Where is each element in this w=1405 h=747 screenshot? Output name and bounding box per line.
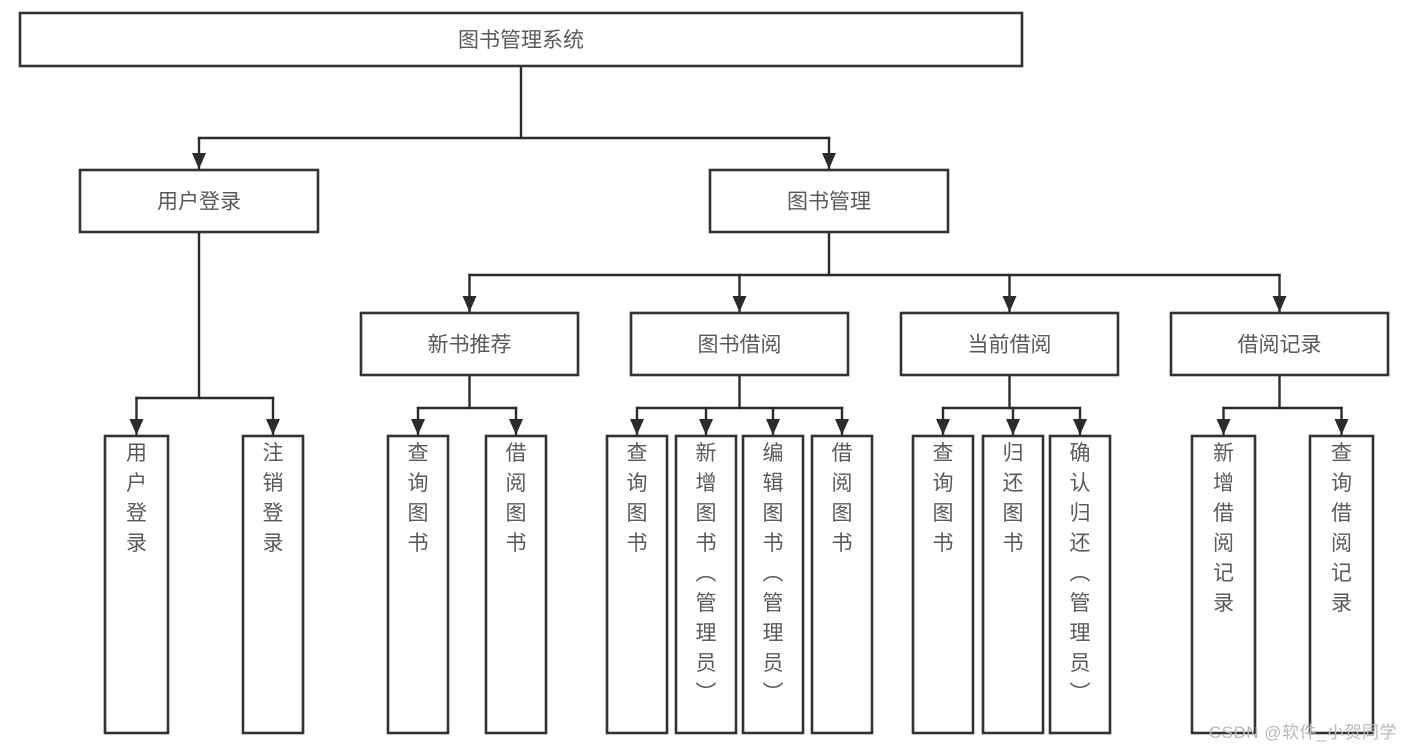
arrow-head <box>1272 296 1287 312</box>
leaf-归还图书[interactable]: 归还图书 <box>981 434 1045 735</box>
box-outline <box>18 11 1024 68</box>
arrow-head <box>835 419 849 435</box>
arrow-head <box>1073 419 1087 435</box>
arrow-head <box>1002 296 1017 312</box>
connector-group <box>936 373 1087 437</box>
node-label: 查询图书 <box>408 442 429 555</box>
node-label: 图书管理 <box>787 191 871 214</box>
leaf-借阅图书[interactable]: 借阅图书 <box>810 434 874 735</box>
leaf-确认归还管理员[interactable]: 确认归还︵管理员︶ <box>1048 434 1112 735</box>
node-label: 新增图书︵管理员︶ <box>696 442 717 705</box>
connector-group <box>1216 373 1349 437</box>
box-outline <box>103 434 170 735</box>
connector-group <box>462 230 1287 314</box>
node-label: 用户登录 <box>157 191 241 214</box>
watermark-label: CSDN @软件_小贺同学 <box>1208 723 1397 742</box>
box-outline <box>981 434 1045 735</box>
box-outline <box>78 168 320 234</box>
box-outline <box>810 434 874 735</box>
arrow-head <box>462 296 477 312</box>
branch-借阅记录[interactable]: 借阅记录 <box>1169 311 1390 377</box>
connector-group <box>630 373 849 437</box>
node-label: 查询借阅记录 <box>1331 442 1352 615</box>
box-outline <box>899 311 1120 377</box>
arrow-head <box>1006 419 1020 435</box>
arrow-head <box>936 419 950 435</box>
node-label: 确认归还︵管理员︶ <box>1070 442 1091 705</box>
node-label: 借阅图书 <box>506 442 527 555</box>
box-outline <box>674 434 738 735</box>
box-outline <box>741 434 805 735</box>
node-label: 图书管理系统 <box>458 29 584 52</box>
leaf-查询图书[interactable]: 查询图书 <box>605 434 669 735</box>
box-outline <box>629 311 850 377</box>
arrow-head <box>192 153 206 169</box>
arrow-head <box>822 153 836 169</box>
branch-当前借阅[interactable]: 当前借阅 <box>899 311 1120 377</box>
root-图书管理系统[interactable]: 图书管理系统 <box>18 11 1024 68</box>
branch-新书推荐[interactable]: 新书推荐 <box>359 311 580 377</box>
node-label: 新增借阅记录 <box>1213 442 1234 615</box>
leaf-借阅图书[interactable]: 借阅图书 <box>484 434 548 735</box>
arrow-head <box>509 419 523 435</box>
box-outline <box>1169 311 1390 377</box>
arrow-head <box>1334 419 1349 435</box>
arrow-head <box>129 419 144 435</box>
leaf-新增借阅记录[interactable]: 新增借阅记录 <box>1190 434 1257 735</box>
node-layer: 图书管理系统用户登录图书管理新书推荐图书借阅当前借阅借阅记录用户登录注销登录查询… <box>18 11 1390 735</box>
node-label: 查询图书 <box>933 442 954 555</box>
box-outline <box>605 434 669 735</box>
branch-图书借阅[interactable]: 图书借阅 <box>629 311 850 377</box>
node-label: 借阅记录 <box>1238 334 1322 357</box>
leaf-用户登录[interactable]: 用户登录 <box>103 434 170 735</box>
node-label: 当前借阅 <box>968 334 1052 357</box>
arrow-head <box>766 419 780 435</box>
connector-group <box>411 373 523 437</box>
node-label: 借阅图书 <box>832 442 853 555</box>
box-outline <box>1048 434 1112 735</box>
node-label: 新书推荐 <box>428 334 512 357</box>
leaf-查询图书[interactable]: 查询图书 <box>386 434 450 735</box>
box-outline <box>911 434 975 735</box>
leaf-编辑图书管理员[interactable]: 编辑图书︵管理员︶ <box>741 434 805 735</box>
connector-group <box>129 230 280 437</box>
connector-layer <box>129 64 1349 437</box>
node-label: 编辑图书︵管理员︶ <box>763 442 784 705</box>
leaf-注销登录[interactable]: 注销登录 <box>241 434 305 735</box>
box-outline <box>1190 434 1257 735</box>
arrow-head <box>411 419 425 435</box>
branch-用户登录[interactable]: 用户登录 <box>78 168 320 234</box>
branch-图书管理[interactable]: 图书管理 <box>708 168 950 234</box>
node-label: 注销登录 <box>263 442 284 555</box>
box-outline <box>708 168 950 234</box>
node-label: 图书借阅 <box>698 334 782 357</box>
box-outline <box>386 434 450 735</box>
box-outline <box>359 311 580 377</box>
box-outline <box>484 434 548 735</box>
arrow-head <box>699 419 713 435</box>
leaf-查询图书[interactable]: 查询图书 <box>911 434 975 735</box>
leaf-查询借阅记录[interactable]: 查询借阅记录 <box>1308 434 1375 735</box>
arrow-head <box>1216 419 1231 435</box>
node-label: 查询图书 <box>627 442 648 555</box>
node-label: 用户登录 <box>126 442 147 555</box>
node-label: 归还图书 <box>1003 442 1024 555</box>
box-outline <box>1308 434 1375 735</box>
leaf-新增图书管理员[interactable]: 新增图书︵管理员︶ <box>674 434 738 735</box>
connector-group <box>192 64 836 171</box>
arrow-head <box>732 296 747 312</box>
arrow-head <box>266 419 280 435</box>
box-outline <box>241 434 305 735</box>
arrow-head <box>630 419 644 435</box>
